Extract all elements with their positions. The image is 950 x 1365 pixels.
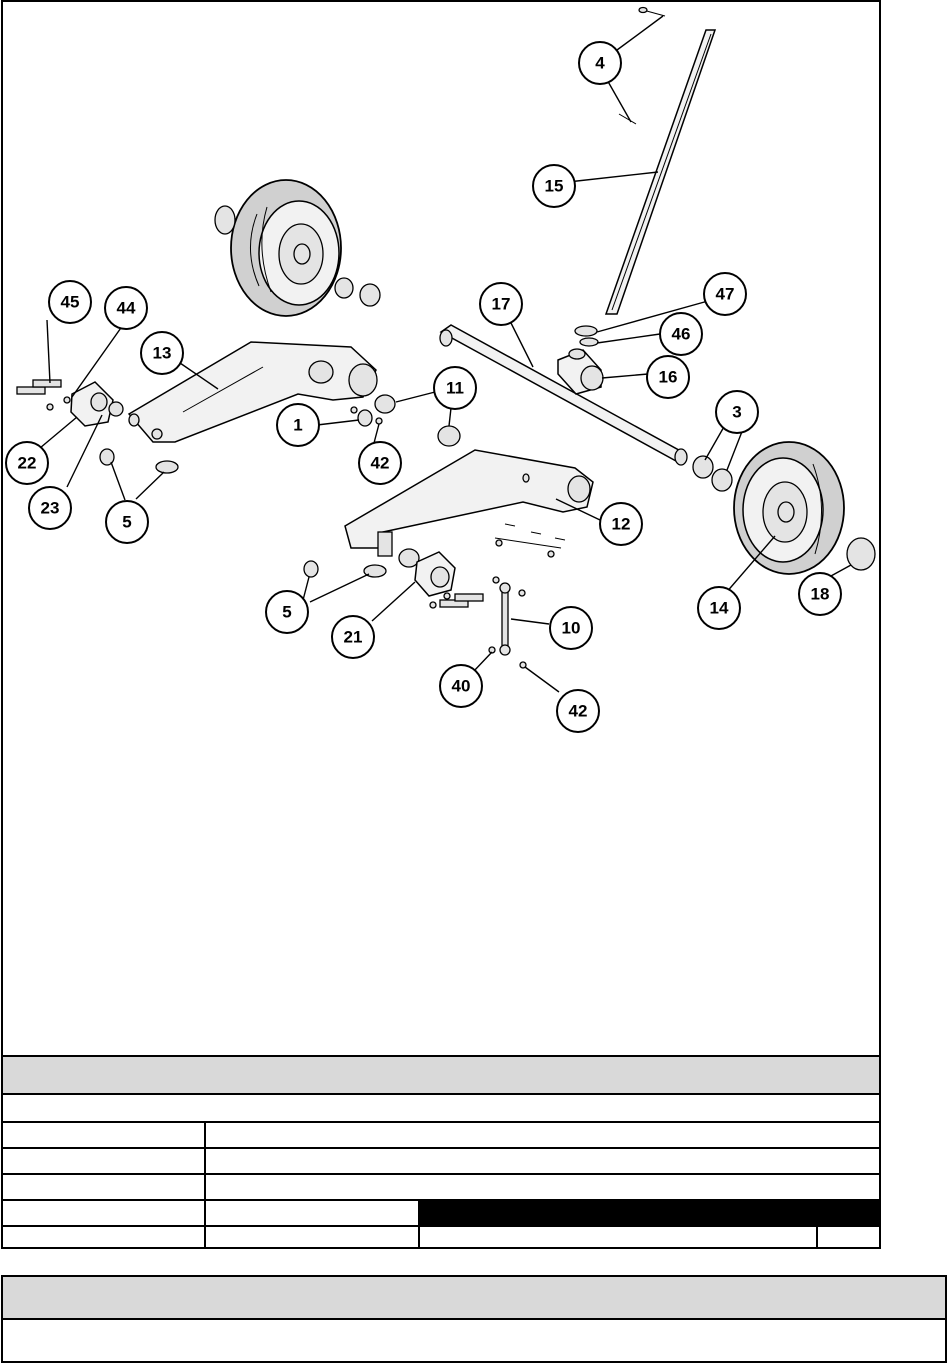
part-hub-cap — [846, 537, 876, 571]
svg-text:46: 46 — [672, 325, 691, 344]
table-cell — [204, 1201, 418, 1225]
svg-text:4: 4 — [595, 54, 605, 73]
svg-text:40: 40 — [452, 677, 471, 696]
part-caps — [99, 448, 387, 578]
part-arm-lower — [344, 449, 594, 557]
callout-23: 23 — [28, 486, 72, 530]
svg-text:45: 45 — [61, 293, 80, 312]
table-cell-filled — [418, 1201, 879, 1225]
svg-text:5: 5 — [282, 603, 291, 622]
svg-text:21: 21 — [344, 628, 363, 647]
callout-3: 3 — [715, 390, 759, 434]
part-wheel-lower — [692, 441, 845, 575]
svg-text:11: 11 — [446, 379, 464, 398]
table-cell — [418, 1225, 816, 1247]
callout-16: 16 — [646, 355, 690, 399]
notes-box — [1, 1275, 947, 1363]
callout-13: 13 — [140, 331, 184, 375]
table-full-row — [3, 1095, 879, 1123]
svg-text:10: 10 — [562, 619, 581, 638]
part-arm-upper — [127, 341, 378, 443]
callout-1: 1 — [276, 403, 320, 447]
parts-drawing-sheet: 4 15 45 44 13 17 47 46 16 11 1 3 42 22 2… — [1, 0, 881, 1249]
callout-47: 47 — [703, 272, 747, 316]
part-axle — [439, 324, 688, 466]
svg-text:42: 42 — [569, 702, 588, 721]
callout-40: 40 — [439, 664, 483, 708]
callout-18: 18 — [798, 572, 842, 616]
svg-text:42: 42 — [371, 454, 390, 473]
table-row — [3, 1123, 879, 1149]
callout-22: 22 — [5, 441, 49, 485]
callout-11: 11 — [433, 366, 477, 410]
table-row — [3, 1225, 879, 1247]
part-pin — [618, 6, 666, 125]
callout-45: 45 — [48, 280, 92, 324]
callout-42-lower: 42 — [556, 689, 600, 733]
svg-text:17: 17 — [492, 295, 511, 314]
svg-text:3: 3 — [732, 403, 741, 422]
table-cell — [204, 1149, 879, 1173]
part-bracket-left — [16, 379, 124, 427]
callout-42: 42 — [358, 441, 402, 485]
callout-14: 14 — [697, 586, 741, 630]
svg-text:12: 12 — [612, 515, 631, 534]
notes-header-band — [3, 1277, 945, 1320]
part-nut-washer — [574, 325, 599, 347]
part-handle-rod — [604, 29, 717, 315]
callout-17: 17 — [479, 282, 523, 326]
callout-21: 21 — [331, 615, 375, 659]
callout-5: 5 — [105, 500, 149, 544]
svg-text:16: 16 — [659, 368, 678, 387]
callout-44: 44 — [104, 286, 148, 330]
svg-text:14: 14 — [710, 599, 729, 618]
table-cell — [204, 1225, 418, 1247]
table-cell — [816, 1225, 879, 1247]
svg-text:18: 18 — [811, 585, 830, 604]
svg-text:44: 44 — [117, 299, 136, 318]
callout-12: 12 — [599, 502, 643, 546]
table-row — [3, 1149, 879, 1175]
table-cell — [204, 1123, 879, 1147]
part-axle-tee — [557, 348, 604, 395]
exploded-parts-diagram: 4 15 45 44 13 17 47 46 16 11 1 3 42 22 2… — [5, 6, 876, 733]
callout-46: 46 — [659, 312, 703, 356]
svg-text:1: 1 — [293, 416, 302, 435]
table-cell — [204, 1175, 879, 1199]
part-link — [488, 523, 566, 669]
table-header-band — [3, 1055, 879, 1095]
svg-text:47: 47 — [716, 285, 735, 304]
svg-text:15: 15 — [545, 177, 564, 196]
leader-lines — [39, 15, 852, 693]
callout-4: 4 — [578, 41, 622, 85]
callout-15: 15 — [532, 164, 576, 208]
svg-text:23: 23 — [41, 499, 60, 518]
part-wheel-upper — [214, 179, 381, 317]
svg-text:13: 13 — [153, 344, 172, 363]
callout-5-lower: 5 — [265, 590, 309, 634]
table-row — [3, 1175, 879, 1201]
callout-10: 10 — [549, 606, 593, 650]
svg-text:22: 22 — [18, 454, 37, 473]
table-row — [3, 1201, 879, 1227]
part-bracket-lower — [414, 551, 484, 609]
svg-text:5: 5 — [122, 513, 131, 532]
